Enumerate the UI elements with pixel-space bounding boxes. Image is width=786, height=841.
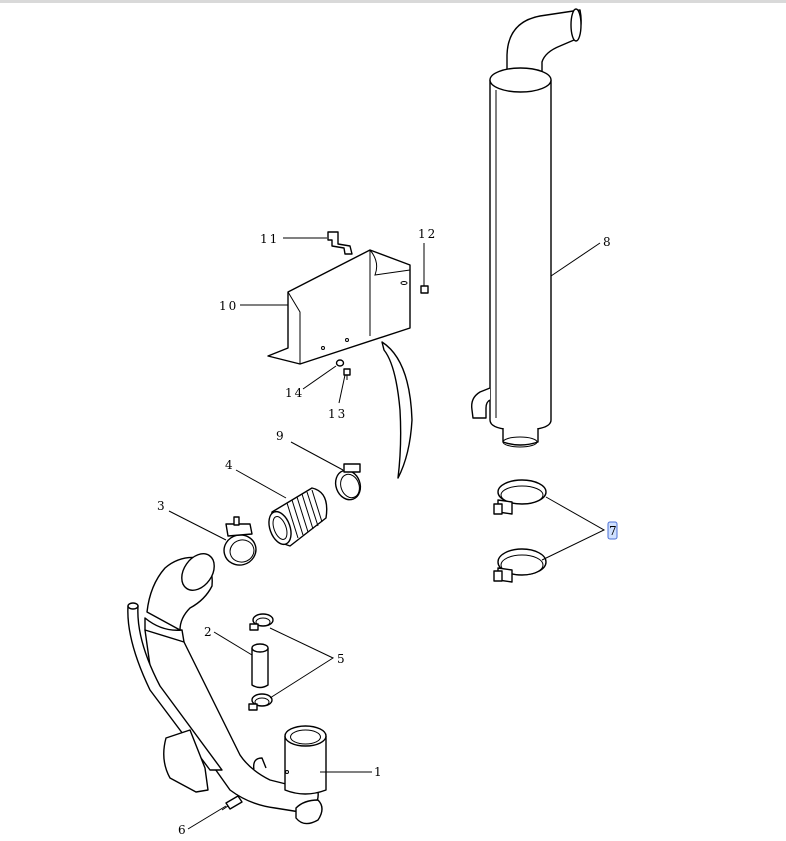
callout-7[interactable]: 7 [609, 524, 619, 538]
part-8-muffler[interactable] [470, 8, 582, 448]
callout-8: 8 [603, 235, 613, 249]
callout-13: 13 [328, 407, 347, 421]
callout-9: 9 [276, 429, 286, 443]
callout-5: 5 [337, 652, 347, 666]
callout-1: 1 [374, 765, 384, 779]
callout-labels: 1 2 3 4 5 6 7 8 9 10 11 12 13 14 [157, 227, 619, 837]
part-5-clamp-lower[interactable] [248, 693, 273, 711]
callout-2: 2 [204, 625, 214, 639]
part-5-clamp-upper[interactable] [249, 613, 274, 631]
callout-7-highlight [607, 521, 618, 540]
callout-14: 14 [285, 386, 304, 400]
callout-11: 11 [260, 232, 279, 246]
part-13-screw[interactable] [343, 368, 351, 380]
callout-4: 4 [225, 458, 235, 472]
part-11-bracket[interactable] [327, 231, 353, 255]
callout-6: 6 [178, 823, 188, 837]
part-1-exhaust-pipe[interactable] [127, 548, 327, 825]
part-3-clamp[interactable] [221, 516, 260, 569]
part-2-tube[interactable] [251, 643, 269, 689]
top-border [0, 0, 786, 3]
callout-12: 12 [418, 227, 437, 241]
part-7-clamp-upper[interactable] [493, 479, 547, 515]
part-4-bellows[interactable] [265, 487, 328, 547]
leader-lines [168, 237, 606, 830]
part-7-clamp-lower[interactable] [493, 548, 547, 583]
part-14-nut[interactable] [335, 359, 345, 367]
part-10-heat-shield[interactable] [267, 249, 413, 479]
part-9-clamp[interactable] [332, 463, 365, 503]
callout-3: 3 [157, 499, 167, 513]
part-6-bolt[interactable] [221, 795, 243, 811]
callout-10: 10 [219, 299, 238, 313]
